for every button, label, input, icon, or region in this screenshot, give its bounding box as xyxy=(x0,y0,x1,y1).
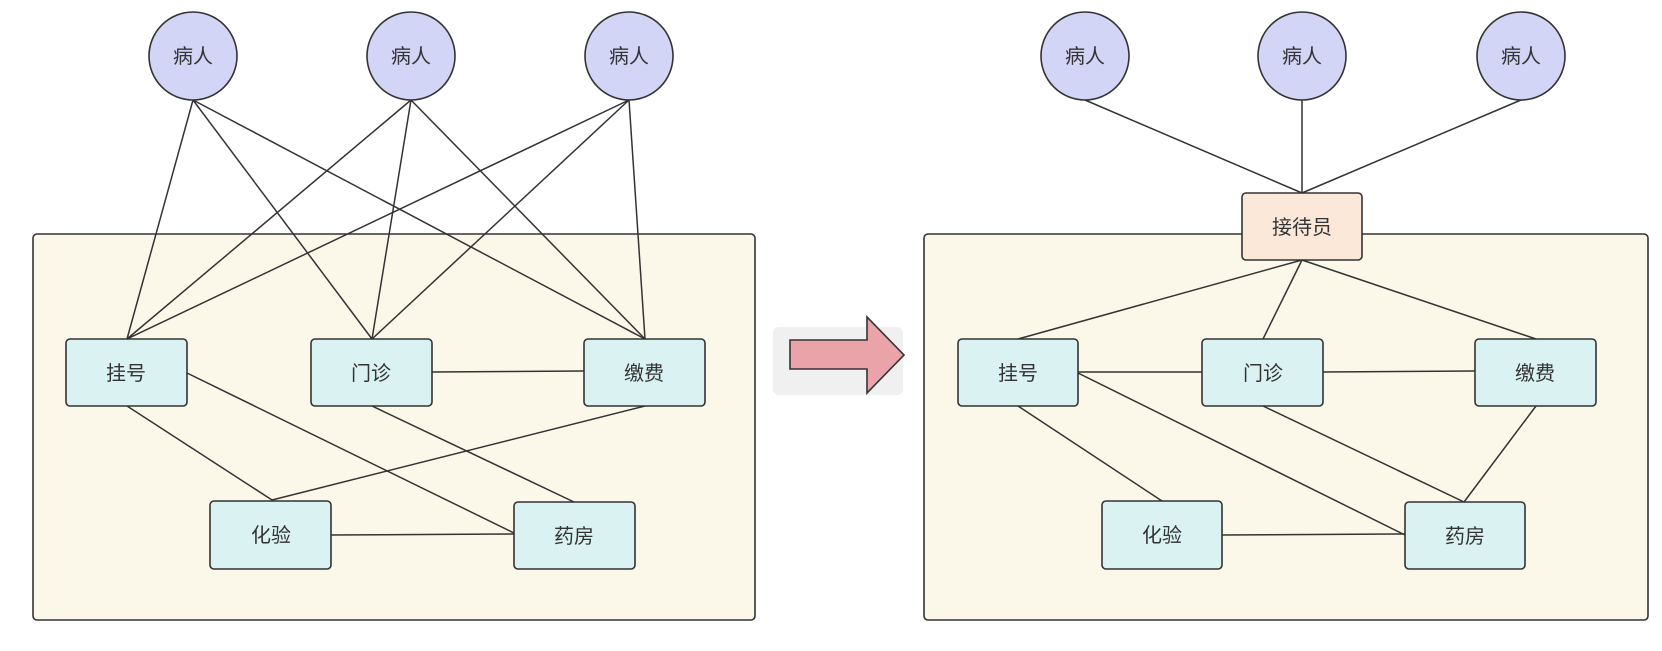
patient-label: 病人 xyxy=(1501,44,1541,68)
patient-label: 病人 xyxy=(173,44,213,68)
right-module-guahao: 挂号 xyxy=(957,338,1079,407)
left-patient-1: 病人 xyxy=(148,11,238,101)
patient-label: 病人 xyxy=(391,44,431,68)
receptionist-label: 接待员 xyxy=(1272,215,1332,239)
right-arrow-icon xyxy=(773,315,906,395)
right-module-yaofang: 药房 xyxy=(1404,501,1526,570)
right-patient-3: 病人 xyxy=(1476,11,1566,101)
right-diagram: 病人 病人 病人 接待员 挂号 门诊 缴费 化验 xyxy=(923,11,1649,621)
right-patient-1: 病人 xyxy=(1040,11,1130,101)
patient-label: 病人 xyxy=(1282,44,1322,68)
left-module-yaofang: 药房 xyxy=(513,501,636,570)
right-module-jiaofei: 缴费 xyxy=(1474,338,1597,407)
left-patient-3: 病人 xyxy=(584,11,674,101)
left-diagram: 病人 病人 病人 挂号 门诊 缴费 化验 药房 xyxy=(32,11,756,621)
right-module-huayan: 化验 xyxy=(1101,500,1223,570)
patient-label: 病人 xyxy=(1065,44,1105,68)
module-label: 缴费 xyxy=(624,361,664,385)
left-system-panel xyxy=(32,233,756,621)
module-label: 化验 xyxy=(1142,523,1182,547)
module-label: 化验 xyxy=(251,523,291,547)
module-label: 挂号 xyxy=(998,361,1038,385)
module-label: 门诊 xyxy=(351,361,391,385)
right-receptionist: 接待员 xyxy=(1241,192,1363,261)
right-module-menzhen: 门诊 xyxy=(1201,338,1324,407)
right-connector-lines xyxy=(1017,99,1537,536)
right-patient-2: 病人 xyxy=(1257,11,1347,101)
module-label: 缴费 xyxy=(1515,361,1555,385)
left-module-jiaofei: 缴费 xyxy=(583,338,706,407)
left-module-guahao: 挂号 xyxy=(65,338,188,407)
module-label: 药房 xyxy=(1445,524,1485,548)
patient-label: 病人 xyxy=(609,44,649,68)
module-label: 药房 xyxy=(554,524,594,548)
module-label: 门诊 xyxy=(1243,361,1283,385)
left-connector-lines xyxy=(126,99,646,536)
module-label: 挂号 xyxy=(106,361,146,385)
left-module-menzhen: 门诊 xyxy=(310,338,433,407)
left-module-huayan: 化验 xyxy=(209,500,332,570)
left-patient-2: 病人 xyxy=(366,11,456,101)
